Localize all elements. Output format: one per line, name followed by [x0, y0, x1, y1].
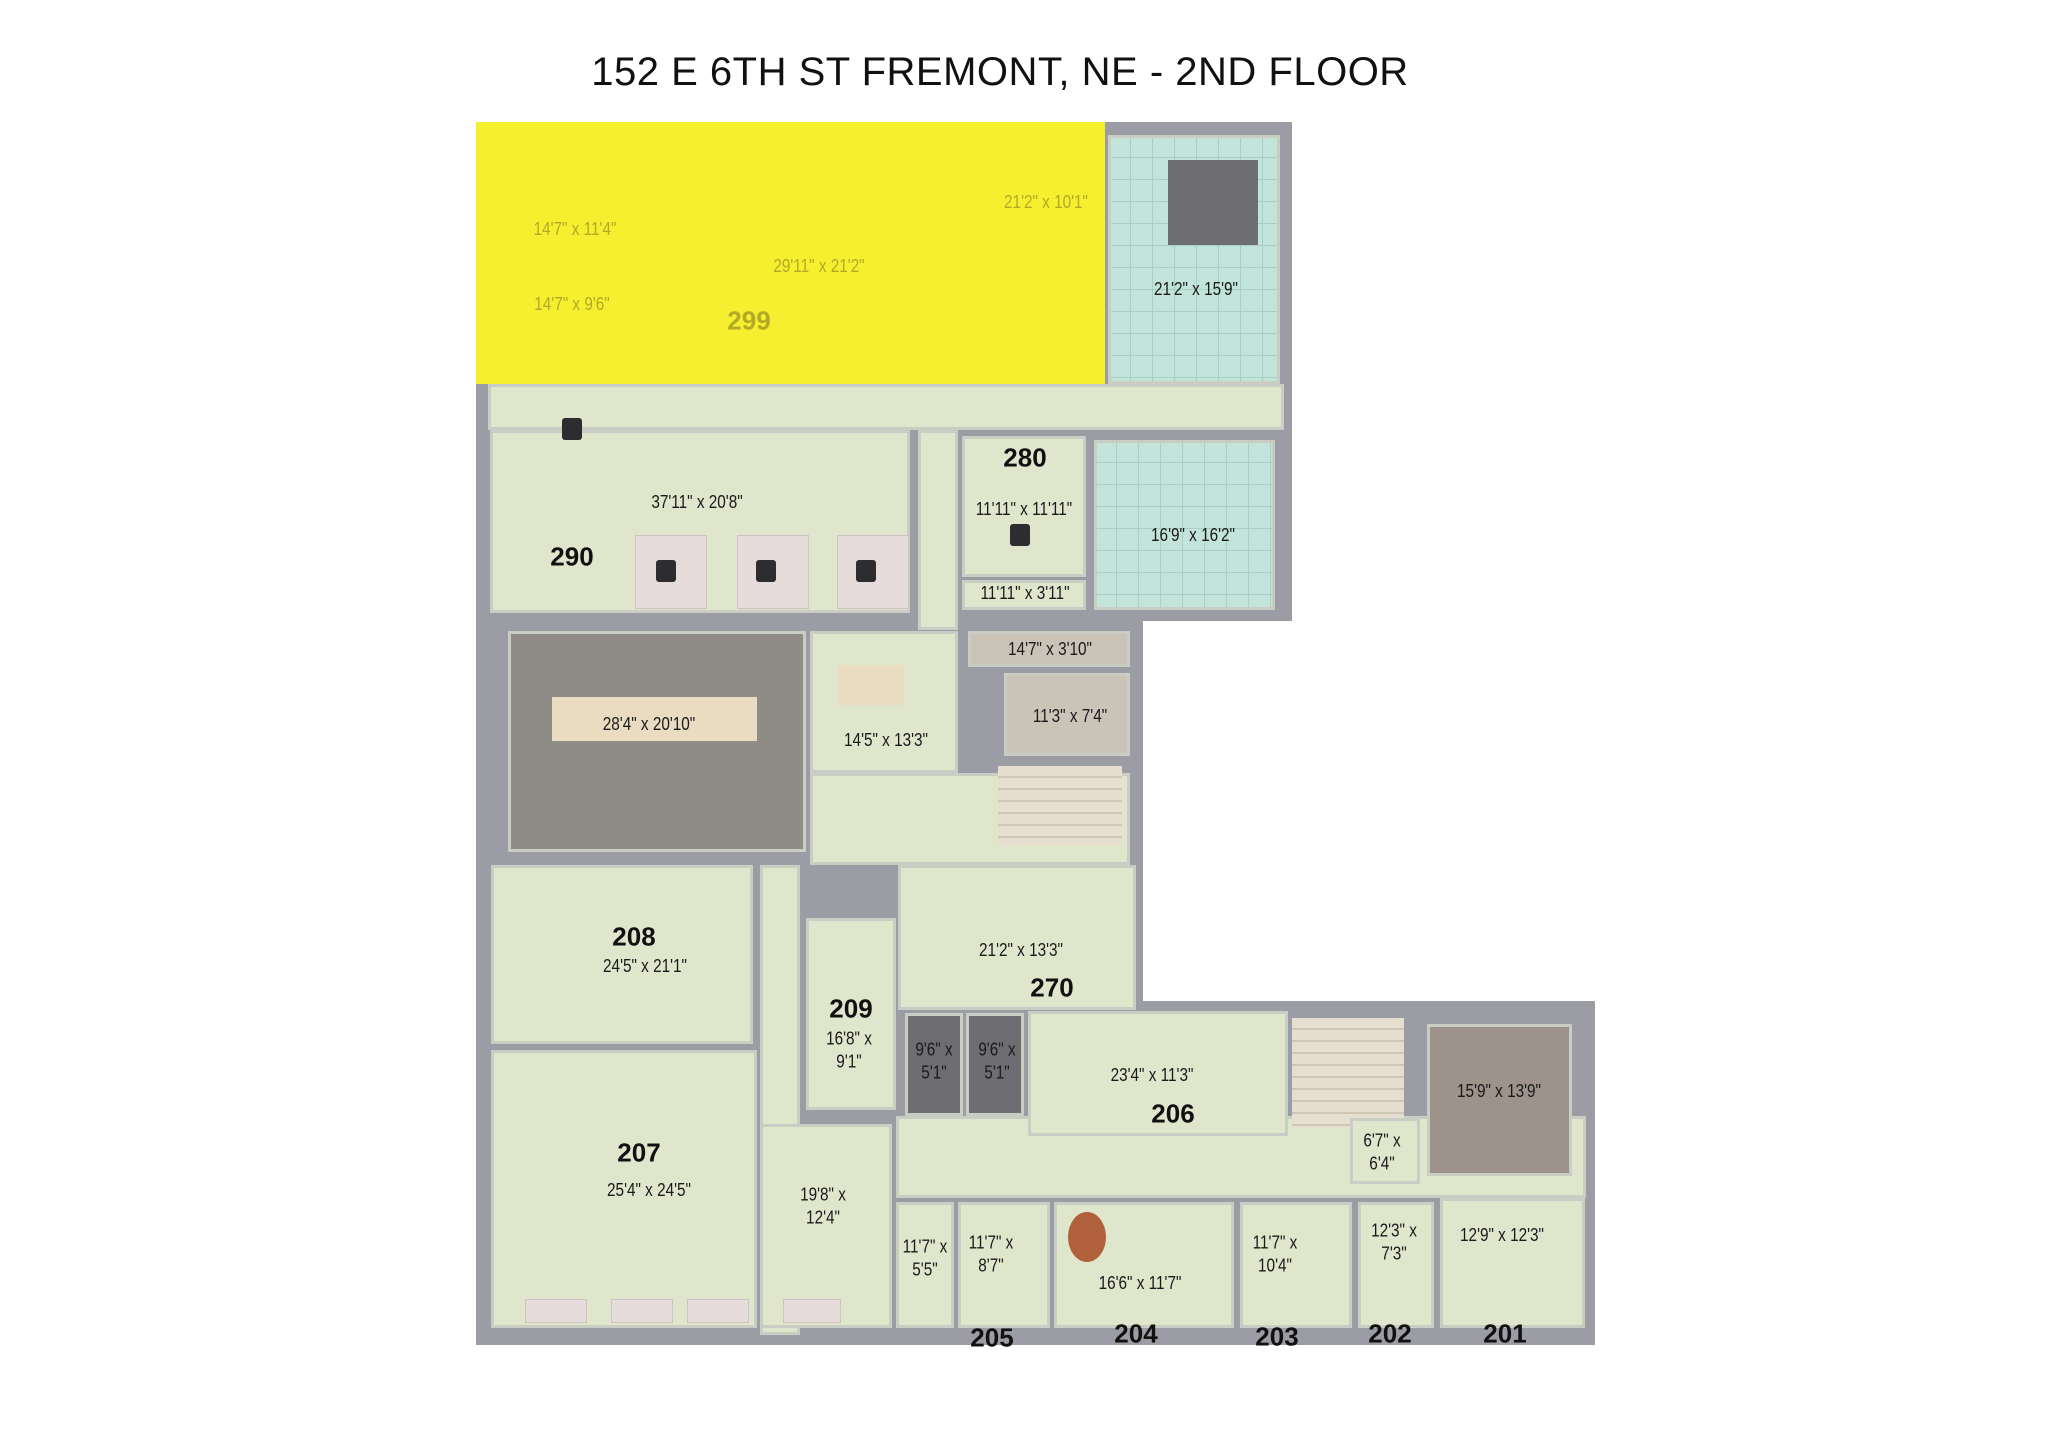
room-dims: 37'11" x 20'8" [651, 491, 743, 512]
room-dims: 14'7" x 9'6" [534, 293, 610, 314]
room-dims: 11'7" x 8'7" [968, 1232, 1014, 1276]
chair [562, 418, 582, 440]
room-dims: 14'7" x 3'10" [1008, 638, 1092, 659]
room-dims: 11'7" x 10'4" [1252, 1232, 1298, 1276]
room-205-a[interactable] [896, 1202, 954, 1328]
room-209[interactable] [806, 918, 896, 1110]
floor-plan-title: 152 E 6TH ST FREMONT, NE - 2ND FLOOR [591, 50, 1409, 94]
room-number-270: 270 [1030, 972, 1074, 1003]
room-dims: 11'7" x 5'5" [902, 1236, 948, 1280]
room-202[interactable] [1358, 1202, 1434, 1328]
room-299-highlight[interactable] [476, 122, 1105, 384]
room-number-209: 209 [829, 993, 873, 1024]
conference-room[interactable] [508, 631, 806, 852]
room-201[interactable] [1440, 1198, 1585, 1328]
chair [656, 560, 676, 582]
small-room-a[interactable] [1004, 673, 1130, 756]
hall-a[interactable] [968, 631, 1130, 667]
room-dims: 14'7" x 11'4" [533, 218, 617, 239]
conference-table [552, 697, 757, 741]
bathroom-2[interactable] [966, 1013, 1024, 1116]
room-dims: 28'4" x 20'10" [602, 713, 696, 734]
hall-b[interactable] [760, 1124, 892, 1328]
room-teal-mid[interactable] [1094, 440, 1275, 610]
desk [688, 1300, 748, 1322]
break-table [838, 665, 904, 705]
room-dims: 21'2" x 13'3" [979, 939, 1063, 960]
closet-b[interactable] [1350, 1118, 1420, 1184]
room-280[interactable] [962, 436, 1086, 577]
storage-room[interactable] [1427, 1024, 1572, 1176]
room-dims: 16'8" x 9'1" [826, 1028, 872, 1072]
room-dims: 24'5" x 21'1" [603, 955, 687, 976]
room-dims: 11'3" x 7'4" [1032, 705, 1108, 726]
room-dims: 9'6" x 5'1" [915, 1039, 953, 1083]
room-207[interactable] [491, 1050, 757, 1328]
room-dims: 11'11" x 11'11" [975, 498, 1073, 519]
staircase-north [998, 766, 1122, 846]
room-dims: 11'11" x 3'11" [980, 582, 1070, 603]
room-number-205: 205 [970, 1322, 1014, 1353]
room-dims: 21'2" x 10'1" [1004, 191, 1088, 212]
chair [756, 560, 776, 582]
room-270[interactable] [898, 865, 1136, 1010]
room-dims: 21'2" x 15'9" [1154, 278, 1238, 299]
bathroom-1[interactable] [905, 1013, 963, 1116]
room-dims: 16'9" x 16'2" [1151, 524, 1235, 545]
staircase-south [1292, 1018, 1404, 1128]
desk [526, 1300, 586, 1322]
room-dims: 6'7" x 6'4" [1363, 1130, 1401, 1174]
room-dims: 23'4" x 11'3" [1110, 1064, 1194, 1085]
room-208[interactable] [491, 865, 753, 1044]
room-number-202: 202 [1368, 1318, 1412, 1349]
room-dims: 19'8" x 12'4" [800, 1184, 846, 1228]
shaft [1168, 160, 1258, 245]
chair [1010, 524, 1030, 546]
room-206[interactable] [1028, 1011, 1288, 1136]
room-dims: 15'9" x 13'9" [1457, 1080, 1541, 1101]
room-203[interactable] [1240, 1202, 1352, 1328]
corridor-central [918, 430, 958, 630]
room-dims: 25'4" x 24'5" [607, 1179, 691, 1200]
room-number-203: 203 [1255, 1321, 1299, 1352]
corridor-top [488, 384, 1284, 430]
round-table [1068, 1212, 1106, 1262]
room-dims: 29'11" x 21'2" [773, 255, 865, 276]
room-number-280: 280 [1003, 442, 1047, 473]
room-number-290: 290 [550, 541, 594, 572]
room-number-208: 208 [612, 921, 656, 952]
room-number-201: 201 [1483, 1318, 1527, 1349]
room-number-207: 207 [617, 1137, 661, 1168]
desk [612, 1300, 672, 1322]
room-dims: 9'6" x 5'1" [978, 1039, 1016, 1083]
chair [856, 560, 876, 582]
desk [784, 1300, 840, 1322]
room-number-204: 204 [1114, 1318, 1158, 1349]
room-dims: 12'9" x 12'3" [1460, 1224, 1544, 1245]
room-dims: 14'5" x 13'3" [844, 729, 928, 750]
room-205-b[interactable] [958, 1202, 1050, 1328]
room-number-299: 299 [727, 305, 771, 336]
room-dims: 12'3" x 7'3" [1371, 1220, 1417, 1264]
room-280-closet[interactable] [962, 580, 1086, 610]
room-dims: 16'6" x 11'7" [1098, 1272, 1182, 1293]
room-number-206: 206 [1151, 1098, 1195, 1129]
